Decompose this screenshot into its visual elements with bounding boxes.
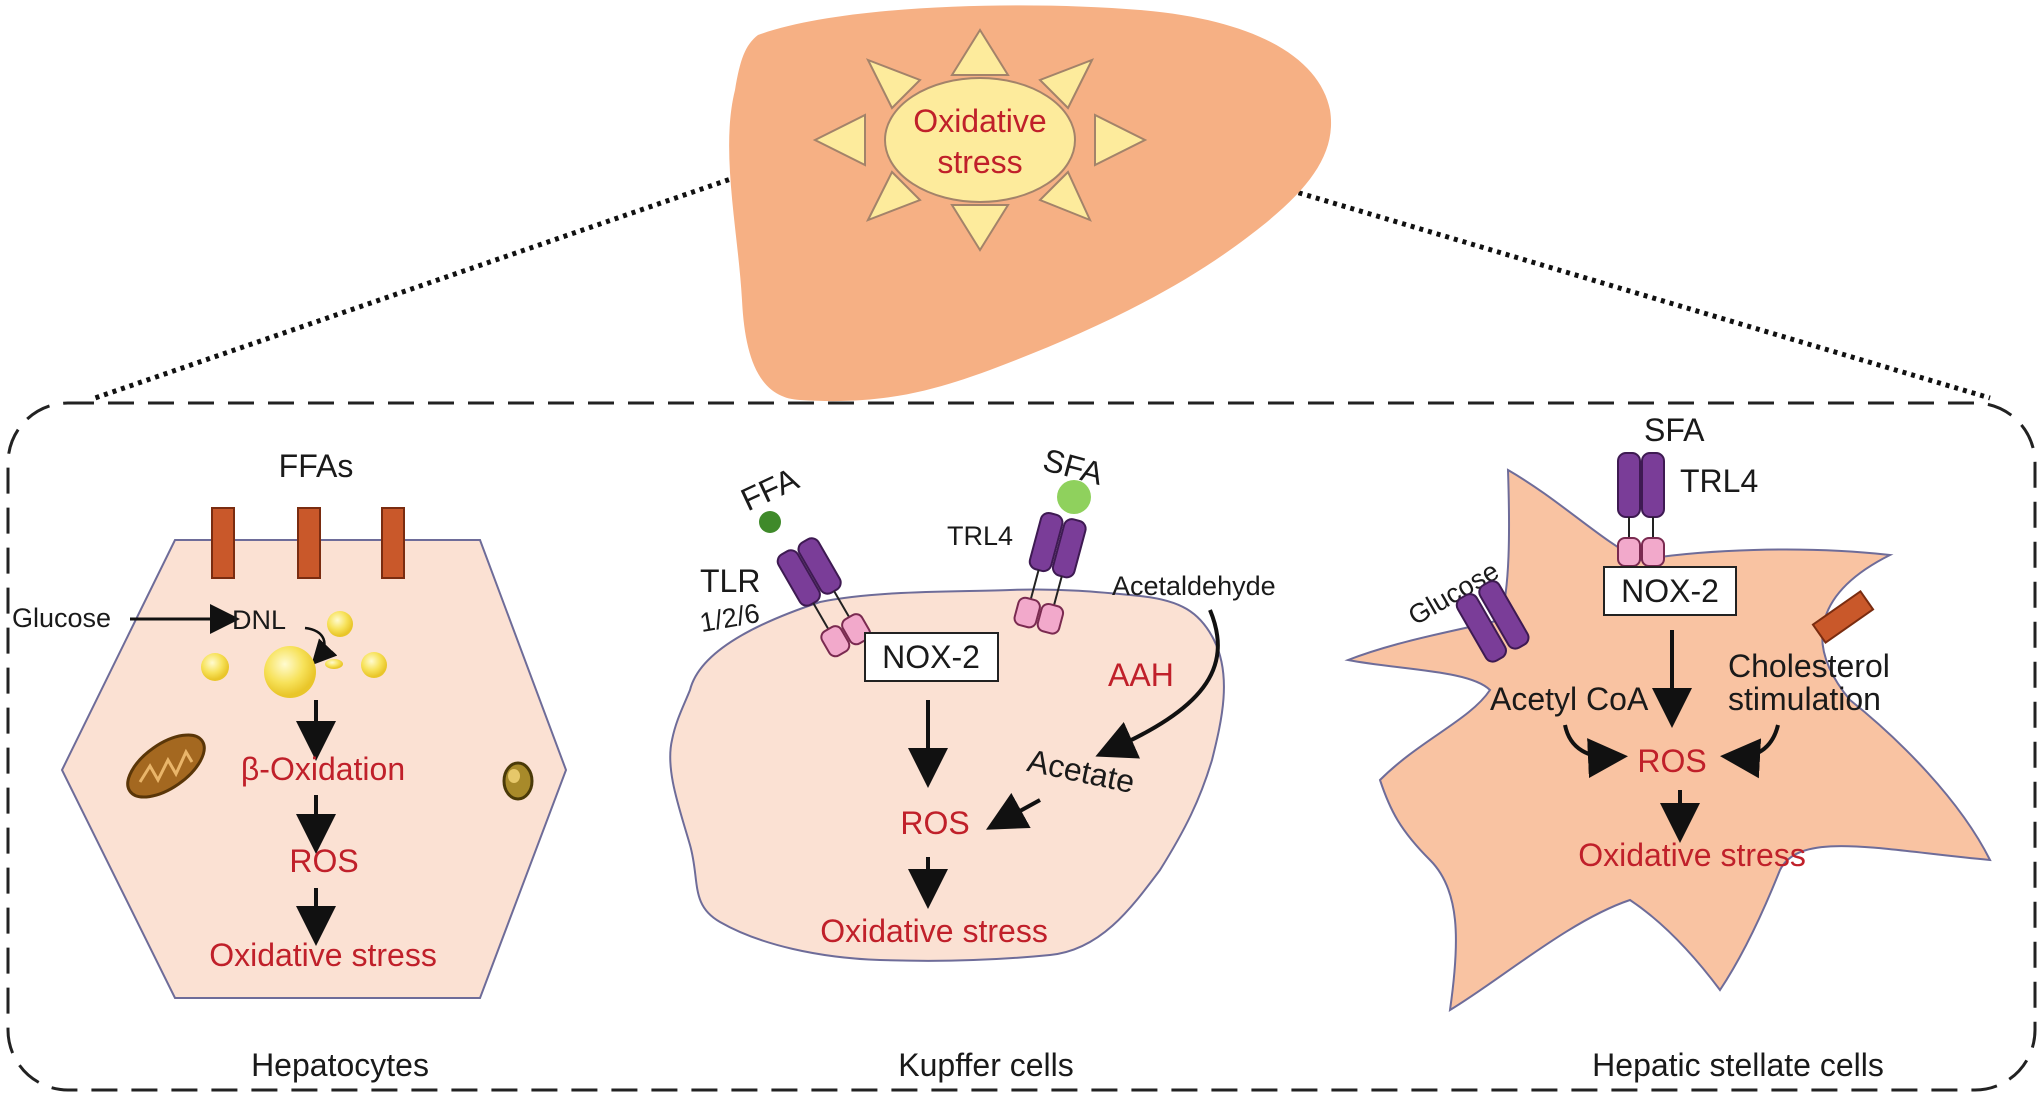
kupffer-ffa-label: FFA	[735, 460, 804, 518]
hepatocyte-panel: FFAs Glucose DNL β-Oxidation ROS	[12, 448, 568, 1083]
liver-center-line1: Oxidative	[913, 103, 1046, 139]
mitochondrion-icon	[126, 733, 206, 799]
ffa-transporters	[211, 507, 405, 579]
kupffer-caption: Kupffer cells	[898, 1047, 1074, 1083]
kupffer-trl4-receptor-icon	[1013, 511, 1087, 635]
liver-center-line2: stress	[937, 144, 1022, 180]
cholesterol-label: Cholesterol	[1728, 648, 1890, 684]
stellate-cell	[1344, 468, 1992, 1012]
kupffer-trl4-label: TRL4	[947, 521, 1013, 551]
stellate-sfa-label: SFA	[1644, 412, 1705, 448]
hepatocyte-ros-label: ROS	[289, 843, 358, 879]
sun-icon	[812, 28, 1148, 252]
hepatocyte-oxidative-stress-label: Oxidative stress	[209, 937, 437, 973]
glucose-transporter-icon	[1455, 580, 1530, 663]
stellate-nox2-label: NOX-2	[1621, 573, 1719, 609]
cells-panel-border	[6, 401, 2037, 1092]
cholesterol-arrow	[1720, 724, 1780, 779]
ffas-label: FFAs	[279, 448, 354, 484]
kupffer-ros-label: ROS	[900, 805, 969, 841]
hepatocytes-caption: Hepatocytes	[251, 1047, 429, 1083]
liver: Oxidative stress	[729, 5, 1332, 402]
dnl-curve-arrow	[304, 626, 338, 666]
stellate-nox2-box	[1603, 566, 1737, 616]
sfa-ligand-icon	[1057, 480, 1091, 514]
hepatocyte-cell	[60, 539, 568, 999]
ffa-ligand-icon	[759, 511, 781, 533]
acetaldehyde-label: Acetaldehyde	[1112, 571, 1276, 601]
lipid-droplets	[201, 611, 387, 698]
acetyl-coa-arrow	[1563, 724, 1628, 779]
stimulation-label: stimulation	[1728, 681, 1881, 717]
stellate-panel: SFA TRL4 Glucose NOX-2 Acetyl CoA Choles…	[1344, 412, 1992, 1083]
beta-oxidation-label: β-Oxidation	[241, 751, 405, 787]
zoom-lines	[94, 159, 1991, 401]
stellate-ros-label: ROS	[1637, 743, 1706, 779]
glucose-label: Glucose	[12, 603, 111, 633]
stellate-caption: Hepatic stellate cells	[1592, 1047, 1884, 1083]
stellate-trl4-label: TRL4	[1680, 463, 1758, 499]
cholesterol-transporter-icon	[1811, 589, 1875, 645]
tlr-receptor-icon	[776, 537, 872, 658]
kupffer-nox2-box	[864, 632, 999, 682]
small-organelle-icon	[502, 761, 534, 801]
aah-label: AAH	[1108, 657, 1174, 693]
stellate-trl4-receptor-icon	[1617, 452, 1665, 567]
stellate-oxidative-stress-label: Oxidative stress	[1578, 837, 1806, 873]
kupffer-panel: FFA TLR 1/2/6 SFA TRL4 NOX-2 Acetaldehyd…	[669, 442, 1276, 1083]
kupffer-oxidative-stress-label: Oxidative stress	[820, 913, 1048, 949]
acetaldehyde-arrow	[1095, 609, 1220, 759]
kupffer-nox2-label: NOX-2	[882, 639, 980, 675]
acetate-arrow	[985, 792, 1041, 830]
acetyl-coa-label: Acetyl CoA	[1490, 681, 1649, 717]
oxidative-stress-core	[884, 77, 1076, 203]
tlr-label: TLR	[700, 563, 760, 599]
kupffer-sfa-label: SFA	[1039, 442, 1107, 493]
dnl-label: DNL	[232, 605, 286, 635]
